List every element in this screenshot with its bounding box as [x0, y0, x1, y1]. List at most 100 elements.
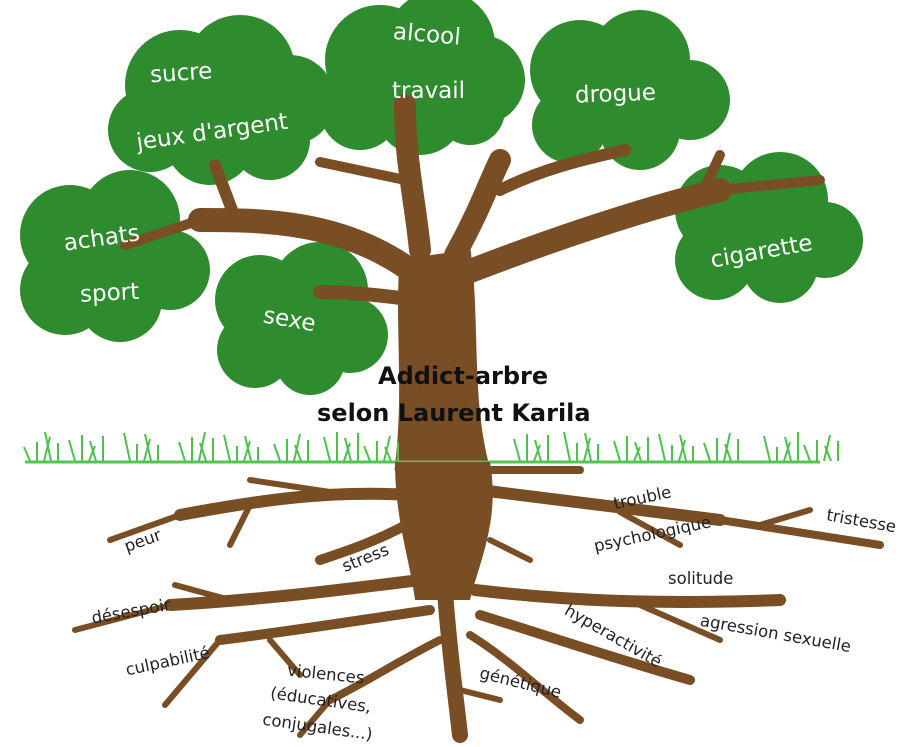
grass-blade — [199, 442, 207, 462]
ground — [23, 431, 839, 464]
grass-blade — [244, 435, 252, 462]
grass-blade — [783, 441, 791, 462]
cloud-achats-sport — [20, 170, 210, 342]
root-label-peur: peur — [122, 525, 164, 556]
leaf-label-alcool: alcool — [392, 19, 462, 51]
cloud-sexe — [215, 242, 388, 395]
grass-blade — [223, 434, 231, 462]
root-solitude-twig — [637, 602, 723, 643]
grass-blade — [383, 435, 391, 462]
branch-left-low — [188, 208, 422, 282]
root-label-solitude: solitude — [668, 569, 733, 588]
branch-sexe — [313, 285, 422, 307]
root-trunk-base — [395, 462, 493, 600]
grass-blade — [634, 441, 642, 462]
grass-blade — [724, 443, 732, 462]
root-label-agression-sexuelle: agression sexuelle — [699, 611, 853, 656]
grass-blade — [44, 431, 52, 462]
root-stress — [315, 515, 420, 565]
trunk — [394, 249, 491, 471]
foliage — [20, 0, 863, 395]
grass-blade — [323, 436, 331, 462]
root-agression — [475, 610, 695, 685]
grass-blade — [763, 435, 771, 462]
leaf-label-drogue: drogue — [575, 80, 657, 109]
root-desespoir-tip — [72, 602, 173, 633]
grass-blade — [68, 439, 76, 462]
branch-left-low-tip — [120, 215, 205, 250]
leaf-label-sport: sport — [79, 279, 139, 308]
grass-blade — [784, 436, 792, 462]
root-violences — [326, 636, 444, 704]
root-peur — [174, 487, 416, 521]
cloud-sucre-jeux — [108, 15, 335, 185]
grass-blade — [89, 440, 97, 462]
grass-blade — [583, 437, 591, 462]
root-trouble — [474, 484, 726, 526]
branch-right-tip — [715, 175, 825, 195]
grass-tufts — [23, 431, 839, 462]
root-peur-twig — [227, 502, 253, 548]
root-lower-left — [297, 697, 333, 738]
root-genetique — [457, 687, 503, 703]
branch-sucre — [209, 159, 241, 224]
grass-blade — [633, 446, 641, 462]
root-trouble-twig — [617, 509, 683, 548]
diagram-title: Addict-arbre selon Laurent Karila — [317, 362, 591, 427]
grass-blade — [824, 445, 832, 462]
root-main-down — [437, 582, 468, 743]
branch-center-right — [444, 149, 511, 266]
root-label-psychologique: psychologique — [592, 512, 713, 555]
branch-right-twig — [695, 150, 725, 203]
grass-blade — [343, 442, 351, 462]
cloud-drogue — [530, 10, 730, 170]
grass-blade — [143, 438, 151, 462]
grass-blade — [678, 439, 686, 462]
grass-blade — [679, 434, 687, 462]
grass-blade — [823, 434, 831, 462]
grass-blade — [584, 432, 592, 462]
trunk-and-branches — [120, 94, 825, 471]
grass-blade — [363, 445, 371, 462]
grass-blade — [384, 446, 392, 462]
title-line-1: Addict-arbre — [378, 362, 548, 390]
grass-blade — [178, 441, 186, 462]
root-label-violences-1: violences — [286, 661, 365, 688]
grass-blade — [533, 444, 541, 462]
branch-center-left-twig — [315, 157, 410, 185]
grass-blade — [88, 445, 96, 462]
root-desespoir — [164, 574, 426, 611]
grass-blade — [513, 438, 521, 462]
grass-blade — [144, 433, 152, 462]
branch-right — [448, 178, 732, 287]
grass-blade — [803, 444, 811, 462]
cloud-alcool-travail — [320, 0, 525, 155]
root-tristesse-twig — [757, 507, 813, 528]
grass-blade — [243, 440, 251, 462]
root-tristesse — [716, 516, 884, 549]
grass-blade — [563, 431, 571, 462]
root-peur-tip — [107, 512, 183, 543]
cloud-cigarette — [675, 152, 863, 303]
root-solitude — [469, 584, 786, 608]
grass-blade — [23, 446, 31, 462]
root-culpabilite-tip — [162, 637, 223, 708]
branch-center-left — [394, 94, 431, 261]
grass-blade — [43, 436, 51, 462]
grass-blade — [123, 432, 131, 462]
root-label-culpabilite: culpabilité — [124, 643, 212, 679]
root-mid-right — [487, 537, 533, 563]
root-label-desespoir: désespoir — [90, 595, 172, 628]
root-hyperactivite — [466, 631, 584, 724]
root-desespoir-twig — [172, 582, 233, 603]
grass-blade — [534, 439, 542, 462]
root-upper-left — [247, 477, 333, 495]
grass-blade — [703, 442, 711, 462]
grass-blade — [658, 433, 666, 462]
grass-blade — [294, 444, 302, 462]
branch-drogue — [494, 144, 631, 196]
leaf-label-sucre: sucre — [149, 58, 213, 88]
root-violences-twig — [267, 637, 303, 678]
title-line-2: selon Laurent Karila — [317, 399, 591, 427]
